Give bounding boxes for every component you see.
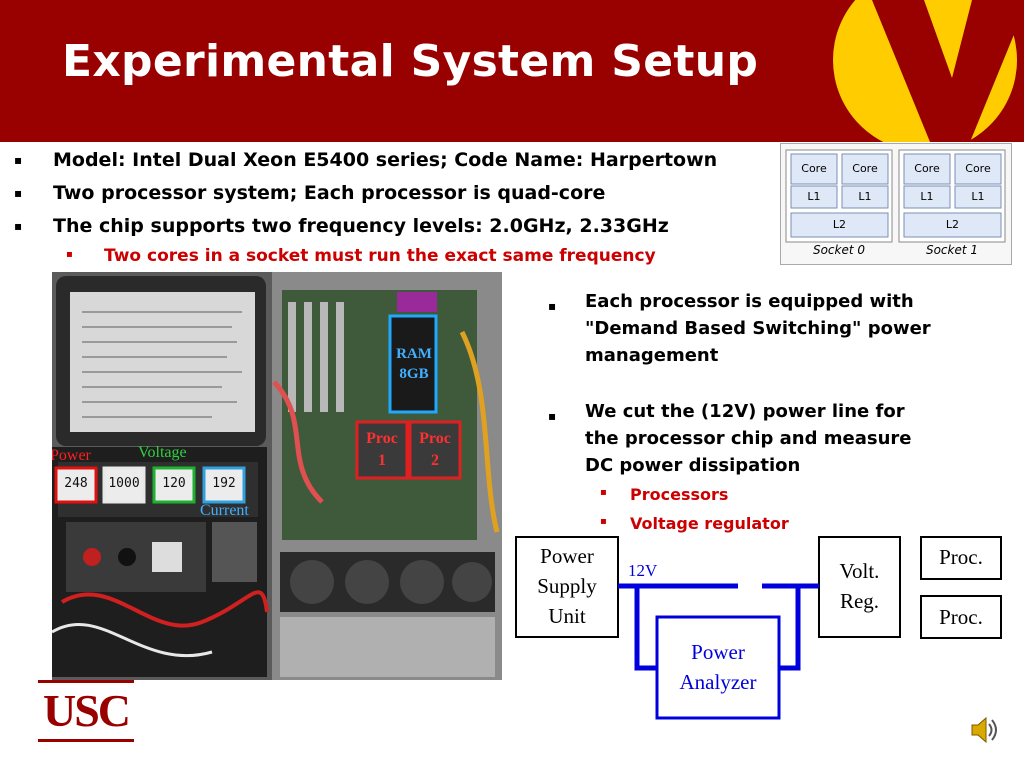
psu-line: Unit: [548, 604, 586, 628]
bullet-marker: ▪: [548, 299, 557, 313]
ram-label: RAM: [396, 346, 432, 362]
bullet-marker: ▪: [14, 186, 23, 200]
proc-2-label: Proc: [419, 430, 451, 447]
socket-0-label: Socket 0: [812, 243, 866, 257]
bullet-line: "Demand Based Switching" power: [585, 318, 931, 339]
l2-label: L2: [945, 218, 960, 231]
sub-bullet-text: Two cores in a socket must run the exact…: [104, 246, 656, 266]
proc-1-number: 1: [378, 452, 386, 469]
l1-label: L1: [807, 190, 821, 203]
university-v-logo: [833, 0, 1024, 142]
bullet-text: Two processor system; Each processor is …: [53, 182, 606, 204]
title-bar: Experimental System Setup: [0, 0, 1024, 142]
sub-bullet-text: Processors: [630, 485, 729, 504]
sub-bullet-marker: ▪: [600, 516, 607, 527]
l1-label: L1: [920, 190, 934, 203]
slide-title: Experimental System Setup: [62, 36, 759, 87]
bullet-marker: ▪: [548, 409, 557, 423]
proc-2-number: 2: [431, 452, 439, 469]
proc-box-2: Proc.: [939, 605, 983, 629]
meter-label-power: Power: [52, 447, 91, 464]
meter-label-current: Current: [200, 502, 249, 519]
bullet-marker: ▪: [14, 153, 23, 167]
meter-label-voltage: Voltage: [138, 444, 187, 461]
core-label: Core: [801, 162, 827, 175]
usc-logo: USC: [38, 676, 134, 746]
meter-reading-current: 192: [212, 476, 236, 491]
sub-bullet-text: Voltage regulator: [630, 514, 789, 533]
proc-1-label: Proc: [366, 430, 398, 447]
usc-logo-text: USC: [42, 685, 131, 736]
analyzer-line: Power: [691, 640, 745, 664]
bullet-text: Model: Intel Dual Xeon E5400 series; Cod…: [53, 149, 718, 171]
proc-box-1: Proc.: [939, 545, 983, 569]
psu-line: Supply: [537, 574, 597, 598]
volt-reg-box: Volt. Reg.: [819, 556, 900, 616]
volt-reg-line: Volt.: [839, 559, 880, 583]
socket-diagram-graphic: [785, 149, 1006, 243]
l1-label: L1: [858, 190, 872, 203]
l1-label: L1: [971, 190, 985, 203]
power-analyzer-box: Power Analyzer: [657, 637, 779, 697]
sub-bullet-marker: ▪: [66, 249, 73, 260]
psu-line: Power: [540, 544, 594, 568]
meter-reading-power: 248: [64, 476, 88, 491]
sub-bullet-marker: ▪: [600, 487, 607, 498]
bullet-marker: ▪: [14, 219, 23, 233]
analyzer-line: Analyzer: [679, 670, 757, 694]
12v-line-label: 12V: [628, 561, 658, 580]
socket-diagram: Core Core Core Core L1 L1 L1 L1 L2 L2 So…: [780, 143, 1012, 265]
core-label: Core: [965, 162, 991, 175]
ram-size-label: 8GB: [399, 366, 429, 382]
bullet-line: the processor chip and measure: [585, 428, 912, 449]
bullet-line: DC power dissipation: [585, 455, 801, 476]
bullet-line: We cut the (12V) power line for: [585, 401, 905, 422]
bullet-line: management: [585, 345, 719, 366]
socket-1-label: Socket 1: [925, 243, 979, 257]
core-label: Core: [852, 162, 878, 175]
usc-logo-graphic: [38, 680, 134, 742]
meter-reading-2: 1000: [108, 476, 140, 491]
setup-photo-graphic: [52, 272, 502, 680]
meter-reading-voltage: 120: [162, 476, 186, 491]
speaker-icon[interactable]: [970, 714, 1000, 746]
bullet-text: The chip supports two frequency levels: …: [53, 215, 669, 237]
core-label: Core: [914, 162, 940, 175]
setup-photo: Power Voltage Current 248 1000 120 192 R…: [52, 272, 502, 680]
psu-box: Power Supply Unit: [516, 541, 618, 631]
volt-reg-line: Reg.: [839, 589, 880, 613]
l2-label: L2: [832, 218, 847, 231]
bullet-line: Each processor is equipped with: [585, 291, 914, 312]
